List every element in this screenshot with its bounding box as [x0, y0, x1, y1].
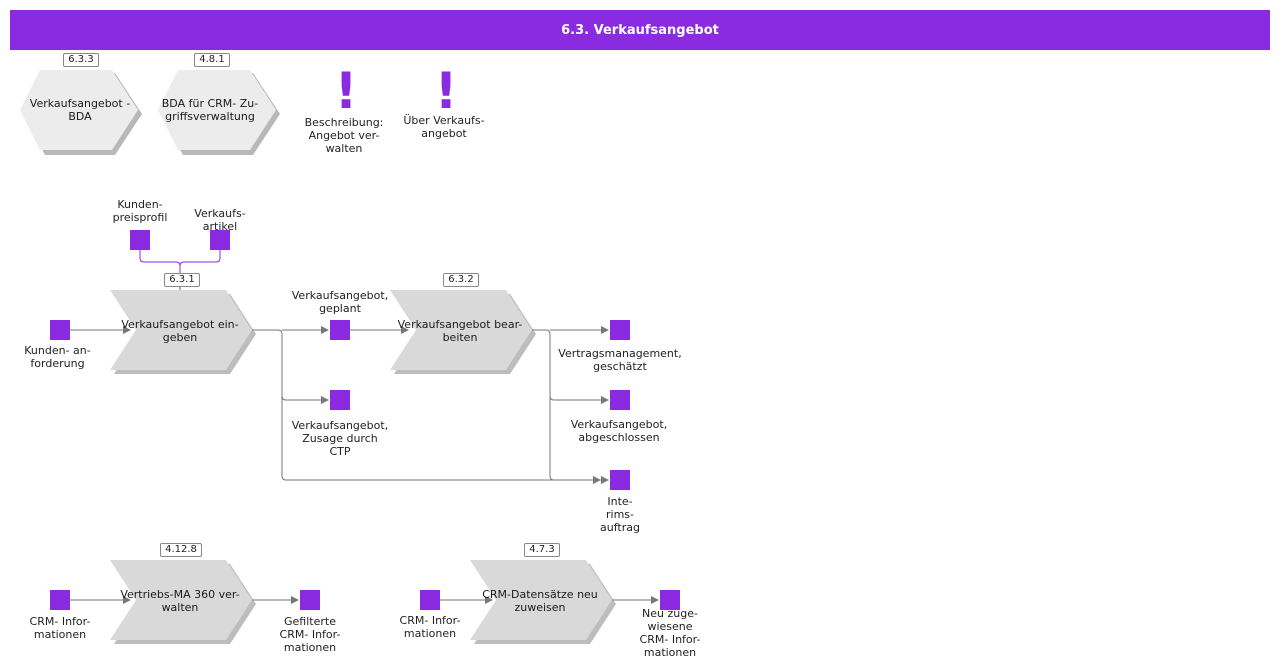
input-node-crm-informationen[interactable] — [50, 590, 70, 610]
input-node-kundenpreisprofil[interactable] — [130, 230, 150, 250]
output-label-geplant: Verkaufsangebot, geplant — [291, 289, 389, 315]
input-node-verkaufsartikel[interactable] — [210, 230, 230, 250]
process-shape-6-3-1[interactable] — [110, 290, 256, 374]
input-node-crm-informationen-2[interactable] — [420, 590, 440, 610]
process-shape-6-3-2[interactable] — [390, 290, 536, 374]
exclamation-icon[interactable]: ! — [334, 62, 358, 120]
input-label-kundenpreisprofil: Kunden- preisprofil — [112, 198, 168, 224]
event-node-geplant[interactable] — [330, 320, 350, 340]
id-badge-4-7-3: 4.7.3 — [524, 543, 560, 557]
event-node-zusage-ctp[interactable] — [330, 390, 350, 410]
output-label-neu-zugewiesene: Neu zuge- wiesene CRM- Infor- mationen — [639, 607, 701, 659]
page-title: 6.3. Verkaufsangebot — [10, 10, 1270, 50]
note-label-about: Über Verkaufs- angebot — [403, 114, 485, 140]
process-shape-4-7-3[interactable] — [470, 560, 616, 644]
event-node-interimsauftrag[interactable] — [610, 470, 630, 490]
id-badge-6-3-1: 6.3.1 — [164, 273, 200, 287]
hexagon-shape-4-8-1[interactable] — [158, 70, 280, 155]
hexagon-label-6-3-3: Verkaufsangebot - BDA — [29, 97, 131, 123]
event-node-abgeschlossen[interactable] — [610, 390, 630, 410]
input-label-crm-informationen: CRM- Infor- mationen — [29, 615, 91, 641]
id-badge-4-12-8: 4.12.8 — [160, 543, 202, 557]
output-label-interimsauftrag: Inte- rims- auftrag — [600, 495, 640, 534]
input-label-verkaufsartikel: Verkaufs- artikel — [194, 207, 246, 233]
input-label-crm-informationen-2: CRM- Infor- mationen — [399, 614, 461, 640]
process-shape-4-12-8[interactable] — [110, 560, 256, 644]
input-node-kundenanforderung[interactable] — [50, 320, 70, 340]
hexagon-shape-6-3-3[interactable] — [20, 70, 142, 155]
output-label-vertragsmanagement: Vertragsmanagement, geschätzt — [558, 347, 682, 373]
id-badge-6-3-3: 6.3.3 — [63, 53, 99, 67]
output-node-neu-zugewiesene[interactable] — [660, 590, 680, 610]
process-label-6-3-2: Verkaufsangebot bear- beiten — [397, 318, 523, 344]
exclamation-icon[interactable]: ! — [434, 62, 458, 120]
note-label-description: Beschreibung: Angebot ver- walten — [304, 116, 384, 155]
output-label-gefilterte: Gefilterte CRM- Infor- mationen — [279, 615, 341, 654]
id-badge-6-3-2: 6.3.2 — [443, 273, 479, 287]
output-label-abgeschlossen: Verkaufsangebot, abgeschlossen — [570, 418, 668, 444]
process-label-6-3-1: Verkaufsangebot ein- geben — [121, 318, 239, 344]
hexagon-label-4-8-1: BDA für CRM- Zu- griffsverwaltung — [161, 97, 259, 123]
flow1-connectors — [70, 326, 609, 484]
id-badge-4-8-1: 4.8.1 — [194, 53, 230, 67]
output-node-gefilterte[interactable] — [300, 590, 320, 610]
event-node-vertragsmanagement[interactable] — [610, 320, 630, 340]
bracket-connector — [139, 250, 221, 270]
process-label-4-12-8: Vertriebs-MA 360 ver- walten — [120, 588, 240, 614]
input-label-kundenanforderung: Kunden- an- forderung — [24, 344, 91, 370]
process-label-4-7-3: CRM-Datensätze neu zuweisen — [482, 588, 598, 614]
output-label-zusage-ctp: Verkaufsangebot, Zusage durch CTP — [291, 419, 389, 458]
